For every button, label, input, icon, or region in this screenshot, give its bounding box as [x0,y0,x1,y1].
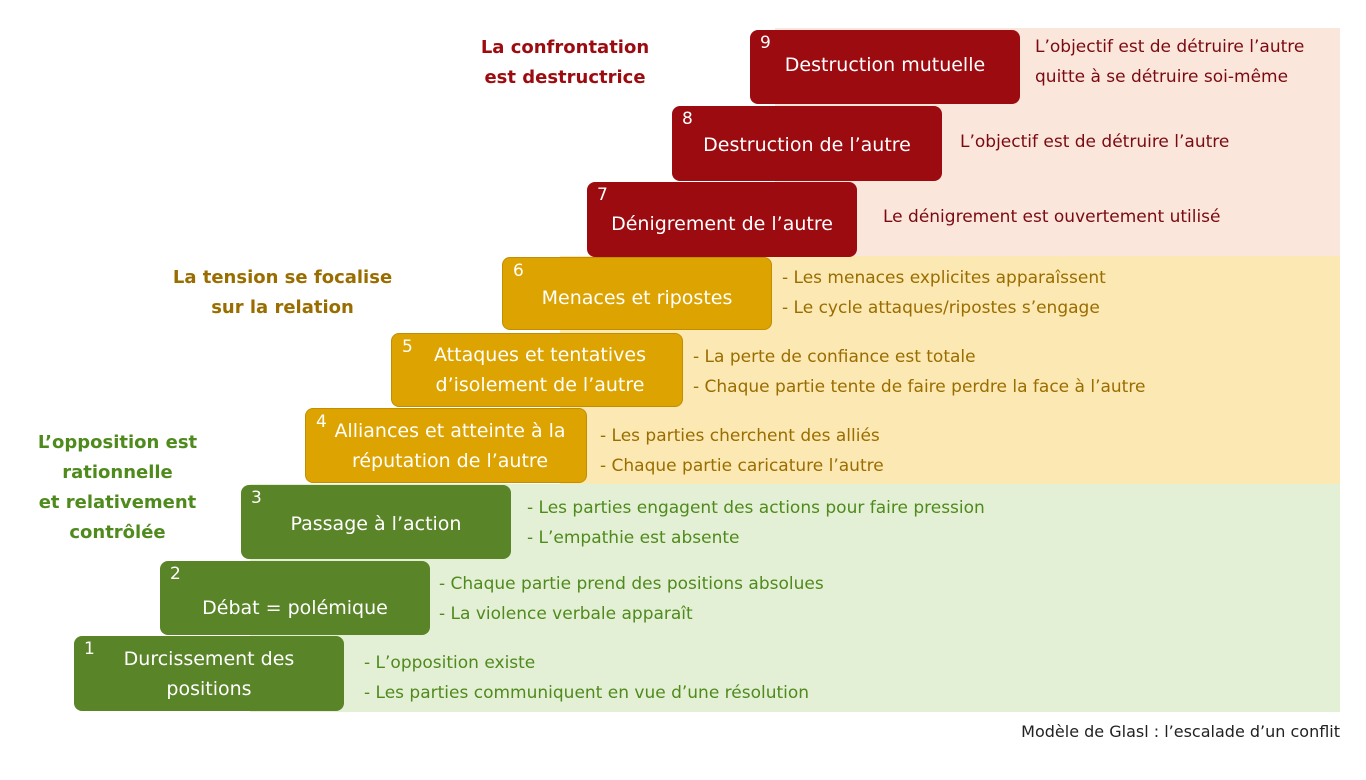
phase-line: La tension se focalise [172,267,393,288]
step-title: Passage à l’action [290,513,462,535]
phase-line: rationnelle [62,462,173,483]
step-number: 9 [760,33,771,53]
step-3-description: - Les parties engagent des actions pour … [527,493,985,553]
description-line: - Le cycle attaques/ripostes s’engage [782,298,1100,318]
description-line: - Chaque partie prend des positions abso… [439,574,824,594]
description-line: L’objectif est de détruire l’autre [960,132,1230,152]
step-5-description: - La perte de confiance est totale - Chaq… [693,342,1145,402]
step-2-description: - Chaque partie prend des positions abso… [439,569,824,629]
step-7-description: Le dénigrement est ouvertement utilisé [883,202,1221,232]
phase-line: et relativement [38,492,197,513]
step-4-description: - Les parties cherchent des alliés - Chaq… [600,421,884,481]
step-number: 8 [682,109,693,129]
phase-line: L’opposition est [37,432,198,453]
description-line: quitte à se détruire soi-même [1035,67,1289,87]
phase-line: est destructrice [484,67,646,88]
description-line: - Les parties communiquent en vue d’une … [364,683,810,703]
phase-line: sur la relation [211,297,354,318]
step-1-box: 1 Durcissement des positions [74,636,344,711]
step-title: Durcissement des positions [123,647,295,700]
step-title: Menaces et ripostes [541,286,733,309]
step-8-description: L’objectif est de détruire l’autre [960,127,1229,157]
description-line: - La violence verbale apparaît [439,604,693,624]
step-1-description: - L’opposition existe - Les parties commu… [364,648,809,708]
step-title: Débat = polémique [202,597,388,619]
description-line: - Les menaces explicites apparaîssent [782,268,1106,288]
description-line: - L’empathie est absente [527,528,740,548]
description-line: - Chaque partie tente de faire perdre la… [693,377,1146,397]
step-number: 6 [513,261,524,281]
phase-label-destructive: La confrontation est destructrice [455,33,675,93]
description-line: - La perte de confiance est totale [693,347,976,367]
description-line: - Chaque partie caricature l’autre [600,456,884,476]
step-6-description: - Les menaces explicites apparaîssent - L… [782,263,1106,323]
step-number: 5 [402,337,413,357]
step-5-box: 5 Attaques et tentatives d’isolement de l… [391,333,683,407]
description-line: Le dénigrement est ouvertement utilisé [883,207,1221,227]
description-line: - Les parties cherchent des alliés [600,426,880,446]
phase-label-relation: La tension se focalise sur la relation [150,263,415,323]
step-title: Attaques et tentatives d’isolement de l’… [434,344,646,396]
step-number: 7 [597,185,608,205]
description-line: - L’opposition existe [364,653,536,673]
step-number: 3 [251,488,262,508]
description-line: L’objectif est de détruire l’autre [1035,37,1305,57]
step-title: Alliances et atteinte à la réputation de… [334,419,566,472]
step-9-description: L’objectif est de détruire l’autre quitte… [1035,32,1304,92]
step-4-box: 4 Alliances et atteinte à la réputation d… [305,408,587,483]
step-number: 1 [84,639,95,659]
step-title: Dénigrement de l’autre [611,212,833,235]
description-line: - Les parties engagent des actions pour … [527,498,985,518]
step-title: Destruction mutuelle [784,54,986,76]
phase-label-rational: L’opposition est rationnelle et relativeme… [10,428,225,548]
caption: Modèle de Glasl : l’escalade d’un confli… [1021,722,1340,741]
phase-line: contrôlée [69,522,166,543]
phase-line: La confrontation [480,37,650,58]
step-title: Destruction de l’autre [703,133,911,156]
step-number: 2 [170,564,181,584]
step-number: 4 [316,412,327,432]
